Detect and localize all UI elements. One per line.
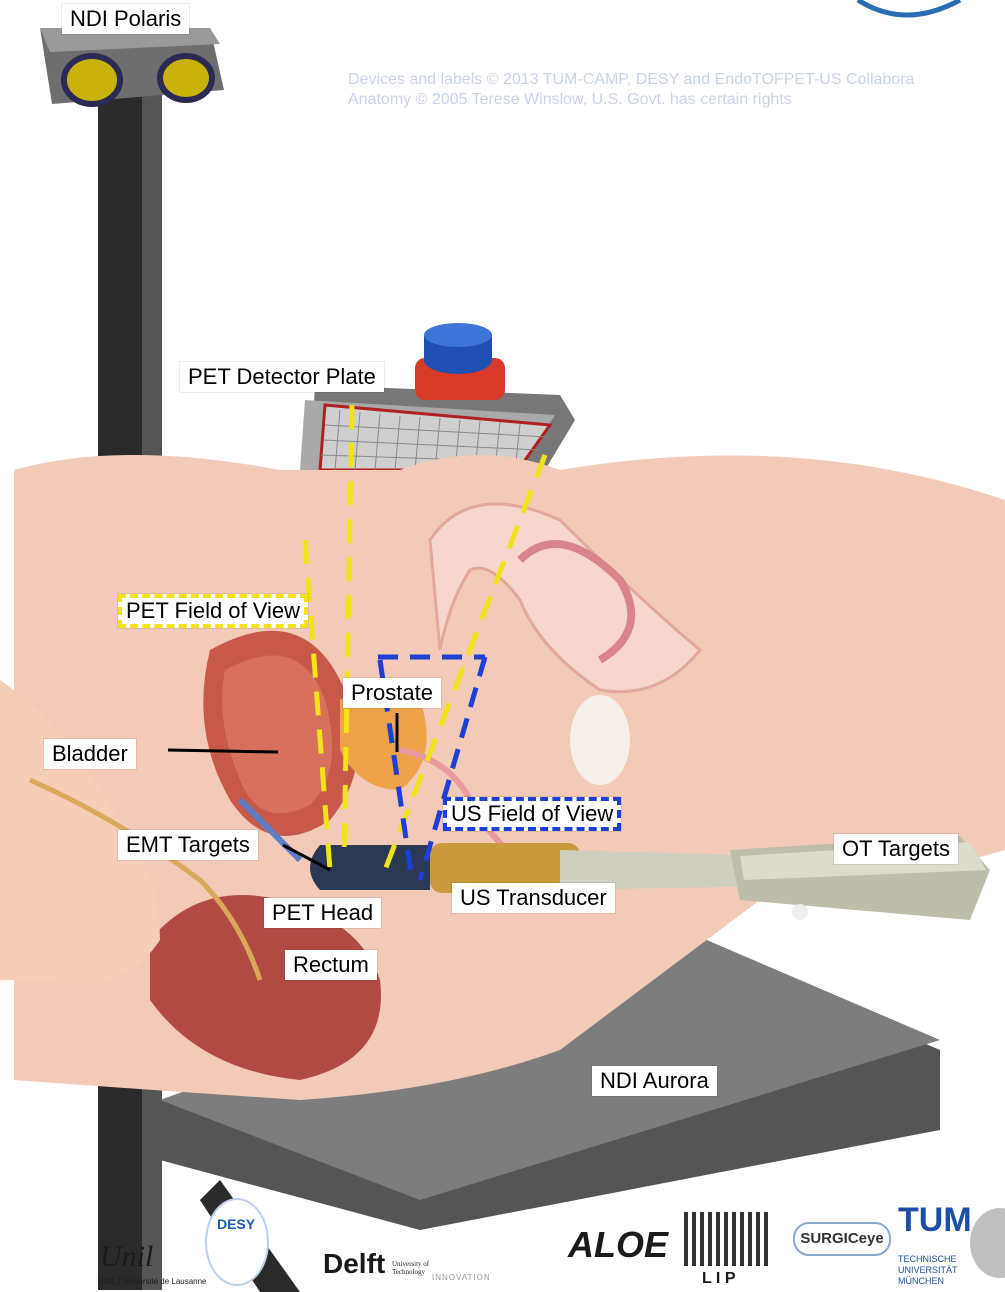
desy-logo-text: DESY [217,1216,255,1232]
aloe-logo: ALOE [568,1224,668,1266]
label-us-field-of-view: US Field of View [443,797,621,831]
tum-logo: TUM [898,1201,972,1240]
copyright-line-anatomy: Anatomy © 2005 Terese Winslow, U.S. Govt… [348,90,914,110]
label-ot-targets: OT Targets [834,834,958,864]
copyright-notice: Devices and labels © 2013 TUM-CAMP, DESY… [348,70,914,110]
label-prostate: Prostate [343,678,441,708]
copyright-line-devices: Devices and labels © 2013 TUM-CAMP, DESY… [348,70,914,90]
pet-detector-plate-device [300,323,575,470]
tum-logo-line3: MÜNCHEN [898,1276,944,1286]
label-ndi-aurora: NDI Aurora [592,1066,717,1096]
label-bladder: Bladder [44,739,136,769]
lip-logo-graphic [684,1212,770,1266]
label-rectum: Rectum [285,950,377,980]
desy-logo: DESY [205,1198,269,1286]
label-pet-field-of-view: PET Field of View [118,594,308,628]
label-ndi-polaris: NDI Polaris [62,4,189,34]
unil-logo-subtitle: UNIL | Université de Lausanne [98,1277,207,1286]
bladder-leader-line [168,750,278,752]
label-pet-detector-plate: PET Detector Plate [180,362,384,392]
innovation-logo: INNOVATION [432,1273,491,1282]
label-us-transducer: US Transducer [452,883,615,913]
tum-logo-line2: UNIVERSITÄT [898,1265,958,1275]
collaboration-logo-arc [858,0,960,15]
tum-logo-line1: TECHNISCHE [898,1254,957,1264]
label-emt-targets: EMT Targets [118,830,258,860]
label-pet-head: PET Head [264,898,381,928]
lip-logo: L I P [702,1270,736,1288]
delft-logo-subtitle: University of Technology [392,1260,432,1276]
unil-logo: Unil [100,1240,153,1274]
surgiceye-logo: SURGICeye [793,1222,891,1256]
delft-logo: Delft [323,1248,385,1280]
